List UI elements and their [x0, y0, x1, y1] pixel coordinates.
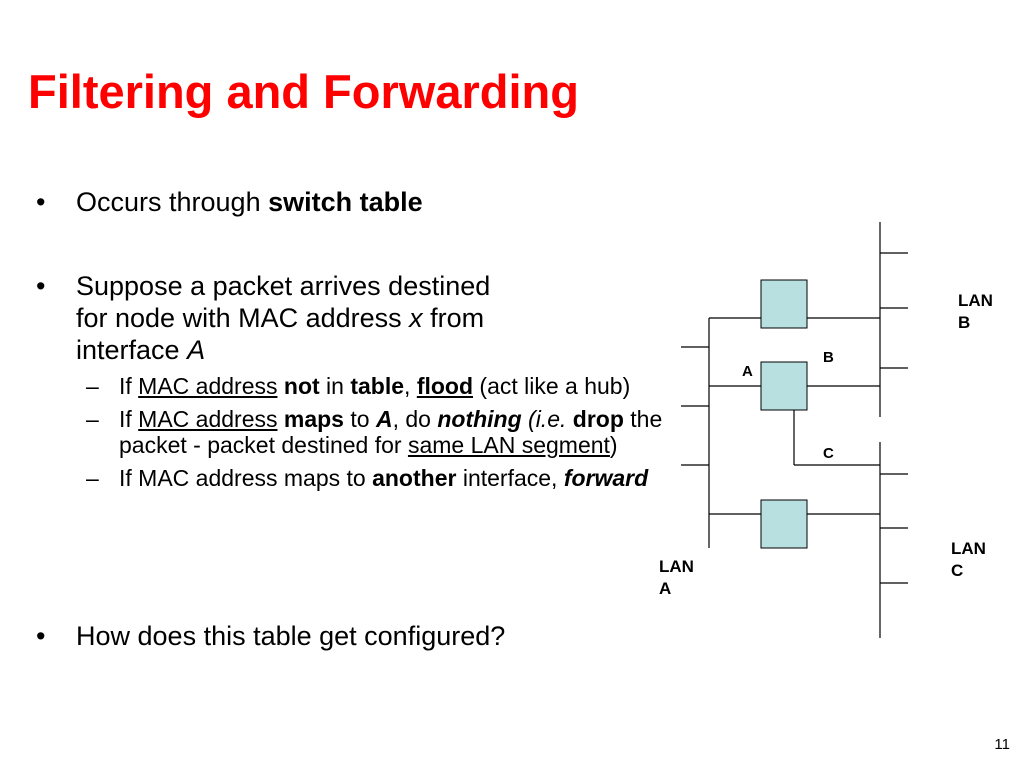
sub-dash: – [86, 406, 99, 432]
sub-bullet-forward: – If MAC address maps to another interfa… [86, 465, 649, 491]
bullet-packet-arrives: • Suppose a packet arrives destined for … [34, 270, 676, 498]
sub-bullet-list: – If MAC address not in table, flood (ac… [76, 373, 676, 491]
bullet-dot: • [36, 621, 46, 651]
bullet-line: for node with MAC address x from [76, 303, 485, 333]
port-b-label: B [823, 349, 834, 366]
port-a-label: A [742, 363, 753, 380]
sub-bullet-drop: – If MAC address maps to A, do nothing (… [86, 406, 663, 458]
lan-a-segment [681, 318, 710, 548]
page-number: 11 [994, 736, 1010, 753]
switch-middle [760, 361, 808, 411]
bullet-dot: • [36, 187, 46, 217]
bullet-text: Occurs through [76, 187, 269, 217]
bullet-bold-text: switch table [268, 187, 423, 217]
connection-links [709, 317, 880, 515]
lan-c-segment [879, 442, 908, 638]
sub-dash: – [86, 465, 99, 491]
bullet-text: How does this table get configured? [76, 621, 506, 651]
sub-dash: – [86, 373, 99, 399]
bullet-dot: • [36, 271, 46, 301]
port-c-label: C [823, 445, 834, 462]
lan-b-segment [879, 222, 908, 417]
switch-bottom [760, 499, 808, 549]
slide-title: Filtering and Forwarding [28, 65, 579, 118]
bullet-table-config: • How does this table get configured? [34, 620, 505, 652]
bullet-line: Suppose a packet arrives destined [76, 271, 491, 301]
bullet-line: interface A [76, 335, 206, 365]
sub-bullet-flood: – If MAC address not in table, flood (ac… [86, 373, 631, 399]
bullet-switch-table: • Occurs through switch table [34, 186, 423, 218]
switch-top [760, 279, 808, 329]
